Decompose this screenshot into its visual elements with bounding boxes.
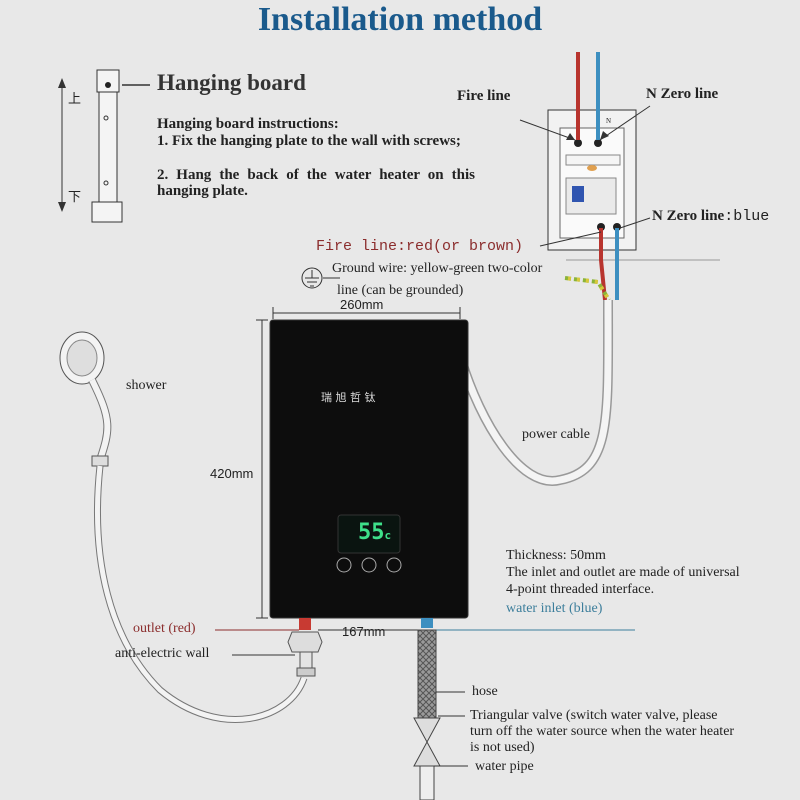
height-dimension: 420mm <box>210 466 254 481</box>
water-inlet-label: water inlet (blue) <box>506 601 603 616</box>
ground-symbol <box>301 267 323 289</box>
mark-top: 上 <box>68 91 82 106</box>
fire-line-label: Fire line <box>457 88 511 104</box>
hanging-board-step1: 1. Fix the hanging plate to the wall wit… <box>157 133 461 149</box>
shower-drawing <box>59 331 308 723</box>
heater-brand: 瑞 旭 哲 钛 <box>321 391 376 404</box>
ground-wire-label-2: line (can be grounded) <box>337 283 464 298</box>
mark-bottom: 下 <box>68 189 82 204</box>
width-dimension: 260mm <box>340 297 384 312</box>
switch-letter: N <box>606 117 612 125</box>
heater-display: 55c <box>358 520 391 545</box>
valve-label-1: Triangular valve (switch water valve, pl… <box>470 708 718 723</box>
shower-label: shower <box>126 378 167 393</box>
heater-display-value: 55 <box>358 520 385 545</box>
water-heater <box>269 319 469 619</box>
valve-label-2: turn off the water source when the water… <box>470 724 735 739</box>
hanging-board-drawing <box>58 69 150 223</box>
interface-label-2: 4-point threaded interface. <box>506 582 655 597</box>
hose-label: hose <box>472 684 498 699</box>
hanging-board-step2: 2. Hang the back of the water heater on … <box>157 167 475 199</box>
n-zero-line-top-label: N Zero line <box>646 86 719 102</box>
touch-buttons <box>336 557 402 573</box>
spacing-dimension: 167mm <box>342 624 386 639</box>
power-cable <box>457 299 614 486</box>
page-title: Installation method <box>257 1 543 38</box>
n-zero-line-name: N Zero line <box>652 208 725 224</box>
inlet-assembly <box>413 618 635 800</box>
water-pipe-label: water pipe <box>475 759 534 774</box>
ground-wire-label-1: Ground wire: yellow-green two-color <box>332 261 543 276</box>
hanging-board-heading: Hanging board <box>157 70 306 95</box>
fire-line-red-label: Fire line:red(or brown) <box>316 238 524 255</box>
outlet-fitting <box>215 618 323 677</box>
anti-electric-wall-label: anti-electric wall <box>115 646 210 661</box>
n-zero-line-blue-label: N Zero line:blue <box>652 208 769 225</box>
power-cable-label: power cable <box>522 427 591 442</box>
heater-display-unit: c <box>384 529 392 542</box>
wires <box>323 52 651 302</box>
hanging-board-instructions-title: Hanging board instructions: <box>157 116 339 132</box>
outlet-label: outlet (red) <box>133 621 196 636</box>
valve-label-3: is not used) <box>470 740 535 755</box>
switch-box <box>547 109 720 261</box>
dimension-lines <box>256 307 461 631</box>
interface-label-1: The inlet and outlet are made of univers… <box>506 565 740 580</box>
n-zero-line-color: :blue <box>724 208 770 225</box>
thickness-label: Thickness: 50mm <box>506 548 606 563</box>
